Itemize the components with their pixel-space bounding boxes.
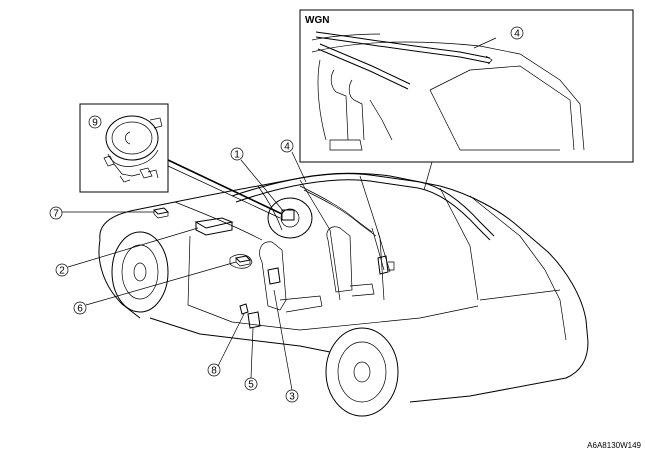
- passenger-air-bag-module: [234, 255, 252, 267]
- svg-text:1: 1: [234, 150, 240, 161]
- vehicle-outline: [98, 172, 589, 403]
- curtain-air-bag-module: [231, 173, 495, 273]
- callout-leaders: [62, 37, 497, 391]
- seat-belt-pretensioner: [239, 303, 249, 315]
- svg-text:7: 7: [53, 209, 59, 220]
- steering-wheel: [267, 197, 313, 239]
- svg-text:6: 6: [77, 304, 83, 315]
- clock-spring-leader-2: [167, 165, 281, 219]
- svg-text:9: 9: [92, 118, 98, 129]
- rear-pillar-sensor: [377, 255, 395, 275]
- rear-seat: [326, 226, 375, 297]
- front-seat: [259, 241, 323, 313]
- callout-4: 4: [280, 139, 294, 153]
- callout-6: 6: [73, 301, 87, 315]
- svg-text:4: 4: [284, 142, 290, 153]
- sas-control-module: [194, 217, 234, 236]
- front-wheel: [111, 231, 169, 313]
- svg-text:5: 5: [248, 380, 254, 391]
- callout-4-wgn: 4: [510, 26, 524, 40]
- driver-air-bag-module: [281, 209, 295, 221]
- callout-3: 3: [285, 389, 299, 403]
- wgn-inset: WGN: [299, 9, 634, 163]
- callout-7: 7: [49, 206, 63, 220]
- callout-8: 8: [207, 363, 221, 377]
- callout-9: 9: [88, 115, 102, 129]
- front-crash-sensor: [152, 207, 170, 219]
- rear-wheel: [325, 327, 399, 417]
- side-air-bag-module: [267, 267, 281, 285]
- svg-text:8: 8: [211, 366, 217, 377]
- svg-text:2: 2: [59, 266, 65, 277]
- inset-connector-line: [423, 161, 433, 191]
- svg-text:3: 3: [289, 392, 295, 403]
- callout-5: 5: [244, 377, 258, 391]
- callout-1: 1: [230, 147, 244, 161]
- svg-text:4: 4: [514, 29, 520, 40]
- callout-2: 2: [55, 263, 69, 277]
- clock-spring-inset: [79, 103, 169, 193]
- figure-code: A6A8130W149: [587, 441, 641, 450]
- clock-spring-leader: [167, 159, 283, 215]
- side-air-bag-sensor: [247, 311, 261, 329]
- inset-label: WGN: [305, 15, 329, 26]
